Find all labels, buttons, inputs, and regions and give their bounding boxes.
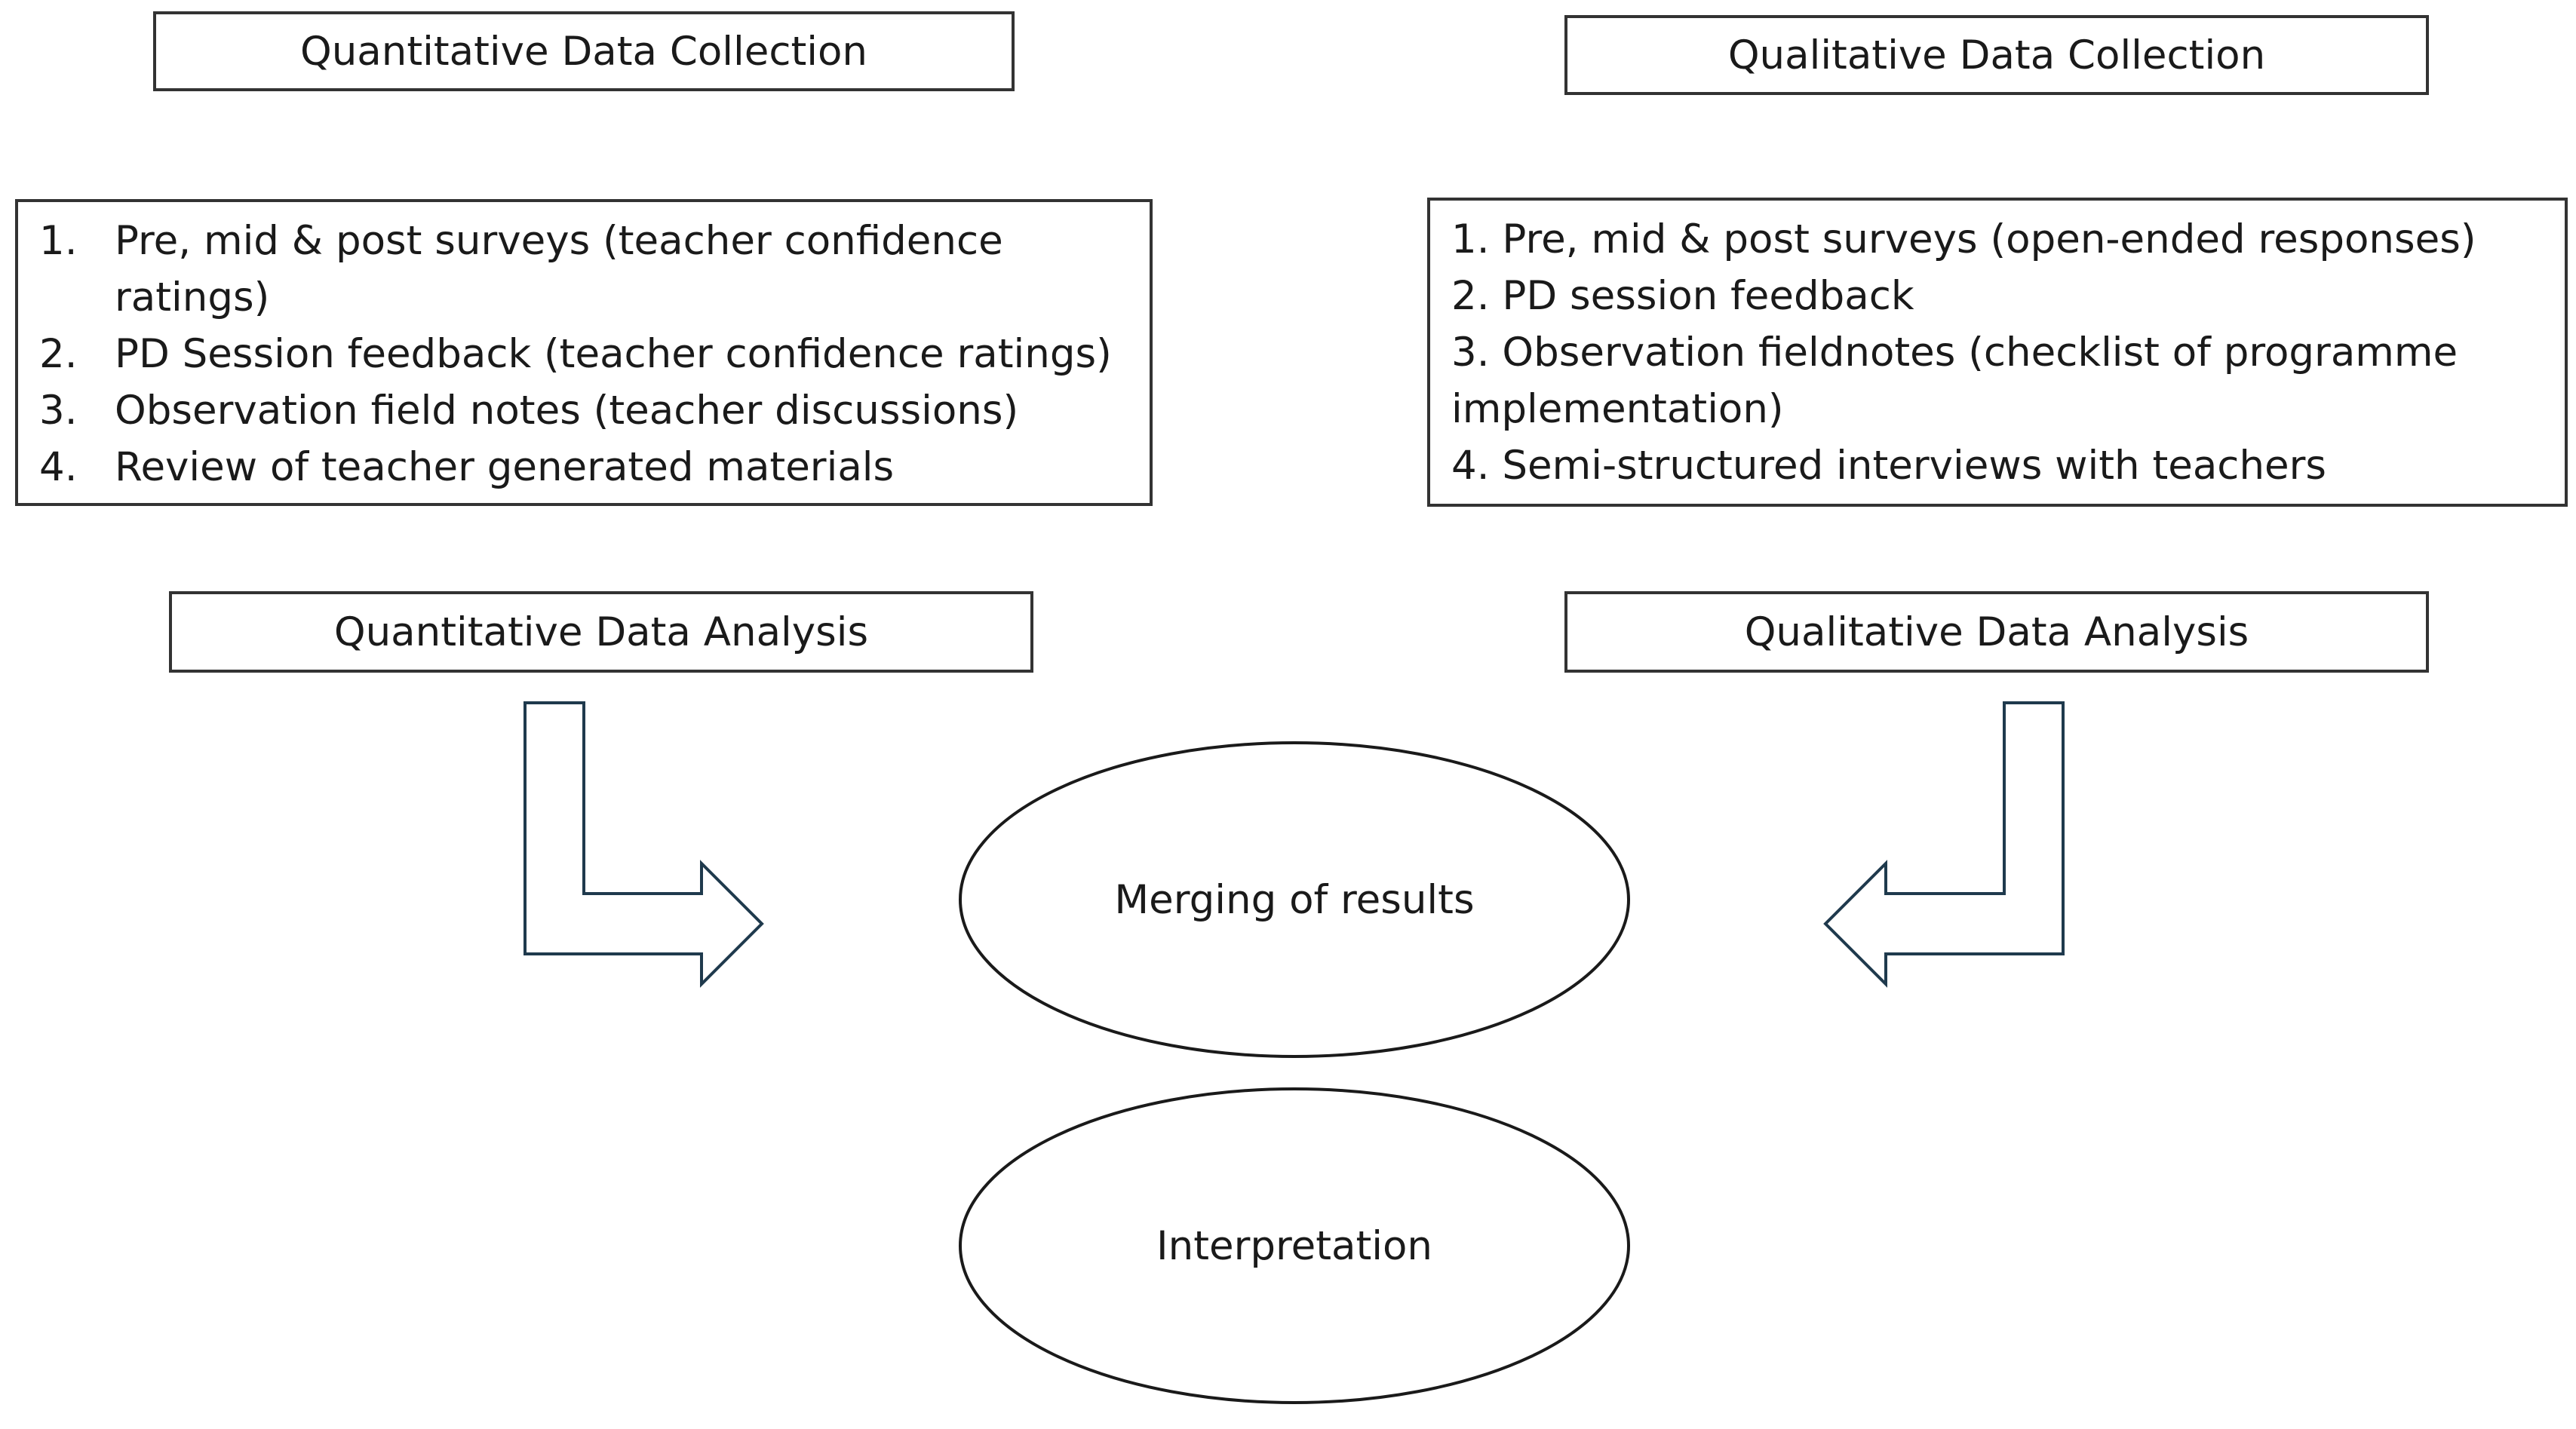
- list-item: 4. Semi-structured interviews with teach…: [1451, 443, 2327, 489]
- quantitative-analysis-title: Quantitative Data Analysis: [333, 609, 869, 655]
- list-item: 4. Review of teacher generated materials: [39, 444, 895, 490]
- list-item: 3. Observation fieldnotes (checklist of …: [1451, 330, 2458, 432]
- qualitative-collection-title: Qualitative Data Collection: [1727, 32, 2266, 78]
- qualitative-analysis-title: Qualitative Data Analysis: [1744, 609, 2249, 655]
- quantitative-analysis-title-box: Quantitative Data Analysis: [169, 591, 1033, 673]
- qualitative-analysis-title-box: Qualitative Data Analysis: [1564, 591, 2429, 673]
- quantitative-collection-list: 1. Pre, mid & post surveys (teacher conf…: [39, 213, 1131, 495]
- quantitative-collection-title: Quantitative Data Collection: [299, 28, 867, 75]
- quantitative-collection-title-box: Quantitative Data Collection: [153, 11, 1015, 91]
- list-item: 1. Pre, mid & post surveys (teacher conf…: [39, 218, 1003, 320]
- list-item: 2. PD session feedback: [1451, 273, 1914, 319]
- qualitative-collection-list-box: 1. Pre, mid & post surveys (open-ended r…: [1427, 198, 2568, 507]
- quantitative-collection-list-box: 1. Pre, mid & post surveys (teacher conf…: [15, 199, 1153, 506]
- right-bent-arrow-icon: [523, 701, 764, 988]
- interpretation-label: Interpretation: [1156, 1222, 1433, 1269]
- interpretation-ellipse: [959, 1087, 1630, 1404]
- merging-ellipse: [959, 741, 1630, 1058]
- qualitative-collection-list: 1. Pre, mid & post surveys (open-ended r…: [1451, 211, 2547, 494]
- qualitative-collection-title-box: Qualitative Data Collection: [1564, 15, 2429, 95]
- list-item: 1. Pre, mid & post surveys (open-ended r…: [1451, 216, 2476, 262]
- list-item: 3. Observation field notes (teacher disc…: [39, 388, 1019, 434]
- merging-label: Merging of results: [1114, 876, 1475, 923]
- list-item: 2. PD Session feedback (teacher confiden…: [39, 331, 1112, 377]
- left-bent-arrow-icon: [1823, 701, 2065, 988]
